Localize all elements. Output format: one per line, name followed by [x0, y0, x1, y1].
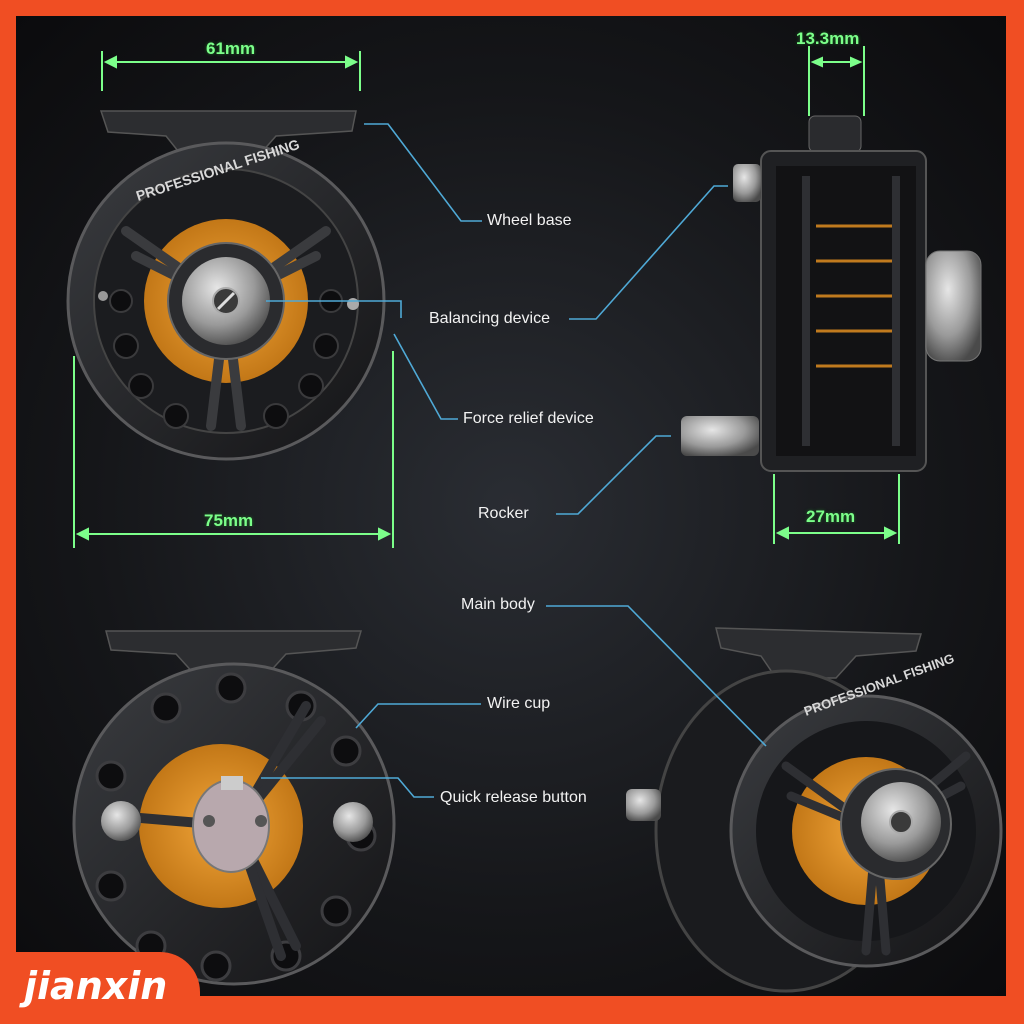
label-wheel-base: Wheel base	[487, 212, 572, 229]
brand-badge: jianxin	[0, 952, 200, 1024]
reel-back-view	[72, 630, 396, 986]
reel-angle-view	[626, 627, 1003, 993]
reel-illustrations: PROFESSIONAL FISHING	[66, 46, 1003, 993]
label-quick-release-button: Quick release button	[440, 789, 587, 806]
label-main-body: Main body	[461, 596, 535, 613]
product-panel: PROFESSIONAL FISHING	[16, 16, 1006, 996]
reel-side-view	[681, 115, 982, 472]
label-wire-cup: Wire cup	[487, 695, 551, 712]
leader-lines	[261, 123, 767, 798]
label-rocker: Rocker	[478, 505, 529, 522]
reel-front-view	[66, 110, 386, 461]
brand-logo-text: jianxin	[24, 964, 168, 1008]
label-balancing-device: Balancing device	[429, 310, 550, 327]
brand-badge-background	[0, 952, 200, 1024]
dimension-75mm: 75mm	[204, 511, 254, 530]
dimension-lines	[73, 46, 900, 548]
dimension-27mm: 27mm	[806, 507, 856, 526]
label-force-relief-device: Force relief device	[463, 410, 594, 427]
dimension-13-3mm: 13.3mm	[796, 29, 860, 48]
dimension-61mm: 61mm	[206, 39, 256, 58]
